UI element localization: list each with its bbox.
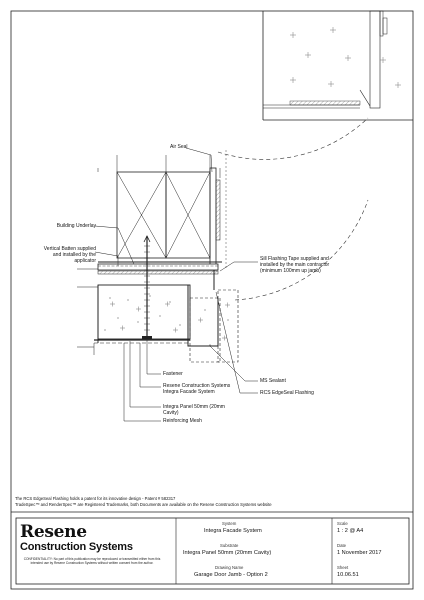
- drawing-name-value: Garage Door Jamb - Option 2: [194, 572, 268, 578]
- label-integra-panel: Integra Panel 50mm (20mm Cavity): [163, 404, 225, 416]
- logo-construction-systems: Construction Systems: [20, 541, 133, 553]
- label-building-underlay: Building Underlay: [56, 223, 96, 229]
- label-reinforcing-mesh: Reinforcing Mesh: [163, 418, 202, 424]
- label-air-seal: Air Seal: [170, 144, 188, 150]
- sheet-label: Sheet: [337, 565, 349, 570]
- garage-wall-section: [262, 10, 413, 121]
- drawing-name-label: Drawing Name: [215, 565, 244, 570]
- scale-value: 1 : 2 @ A4: [337, 528, 364, 534]
- label-sill-flashing-tape: Sill Flashing Tape supplied and installe…: [260, 256, 330, 274]
- label-facade-system: Resene Construction Systems Integra Faca…: [163, 383, 231, 395]
- label-fastener: Fastener: [163, 371, 183, 377]
- confidentiality-note: CONFIDENTIALITY: No part of this publica…: [23, 557, 161, 565]
- label-vertical-batten: Vertical Batten supplied and installed b…: [43, 246, 96, 264]
- system-label: System: [222, 521, 237, 526]
- title-block: [11, 511, 413, 585]
- label-edgeseal-flashing: RCS EdgeSeal Flashing: [260, 390, 314, 396]
- door-swing-arc: [217, 117, 369, 160]
- date-value: 1 November 2017: [337, 550, 382, 556]
- substrate-label: Substrate: [220, 543, 239, 548]
- leader-lines: [94, 147, 258, 422]
- fastener-screw: [142, 235, 152, 339]
- label-ms-sealant: MS Sealant: [260, 378, 286, 384]
- logo-resene: Resene: [20, 522, 87, 542]
- patent-note: The RCS EdgeSeal Flashing holds a patent…: [15, 496, 176, 501]
- sheet-value: 10.06.51: [337, 572, 359, 578]
- sheet-border: [10, 10, 414, 590]
- system-value: Integra Facade System: [204, 528, 262, 534]
- jamb-detail: [77, 150, 239, 363]
- scale-label: Scale: [337, 521, 348, 526]
- substrate-value: Integra Panel 50mm (20mm Cavity): [183, 550, 272, 556]
- date-label: Date: [337, 543, 347, 548]
- trademark-note: TradeSpec™ and RenderSpec™ are Registere…: [15, 502, 272, 507]
